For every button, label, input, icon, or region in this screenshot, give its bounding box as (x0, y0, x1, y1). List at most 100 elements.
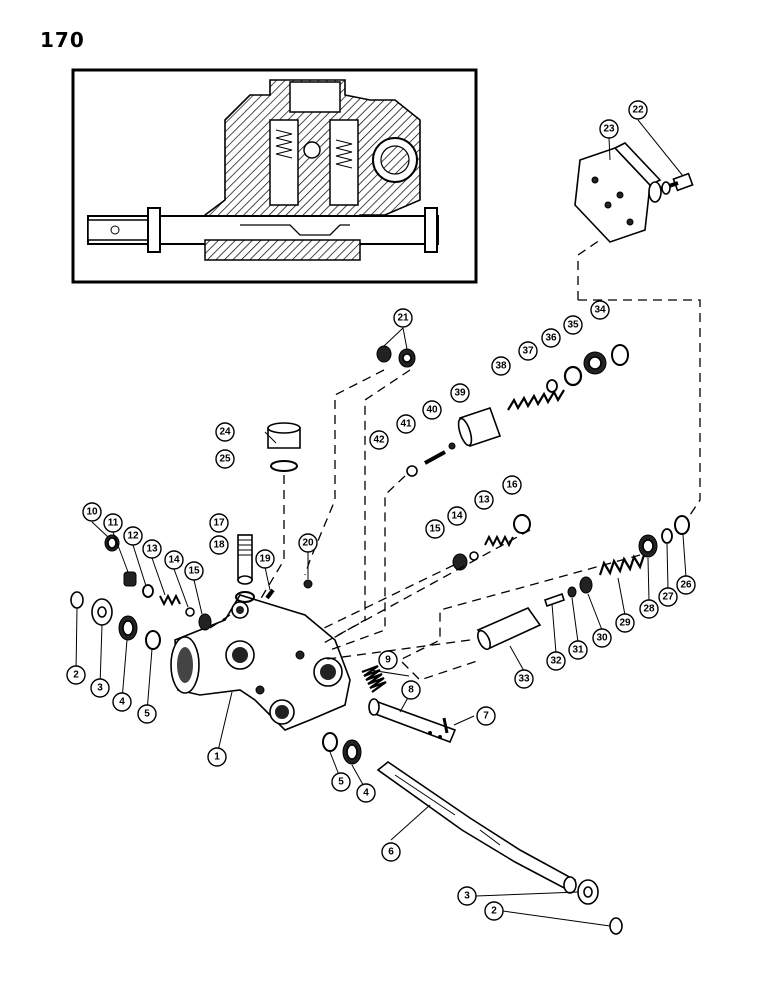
svg-text:30: 30 (596, 633, 608, 644)
svg-text:23: 23 (603, 124, 615, 135)
callout-14b: 14 (447, 506, 467, 526)
svg-text:41: 41 (400, 419, 412, 430)
svg-text:15: 15 (429, 524, 441, 535)
callout-8: 8 (401, 680, 421, 700)
leader-lines (75, 119, 687, 927)
svg-text:27: 27 (662, 592, 674, 603)
callout-33: 33 (514, 669, 534, 689)
svg-text:31: 31 (572, 645, 584, 656)
callout-34: 34 (590, 300, 610, 320)
callout-32: 32 (546, 651, 566, 671)
callout-26: 26 (676, 575, 696, 595)
svg-text:6: 6 (388, 847, 394, 858)
svg-text:26: 26 (680, 580, 692, 591)
callout-39: 39 (450, 383, 470, 403)
svg-text:32: 32 (550, 656, 562, 667)
callout-5b: 5 (331, 772, 351, 792)
spool (368, 698, 457, 744)
valve-body (170, 594, 351, 731)
svg-text:25: 25 (219, 454, 231, 465)
callout-3b: 3 (457, 886, 477, 906)
svg-text:29: 29 (619, 618, 631, 629)
callout-31: 31 (568, 640, 588, 660)
svg-text:13: 13 (478, 495, 490, 506)
callout-7: 7 (476, 706, 496, 726)
svg-text:24: 24 (219, 427, 231, 438)
svg-text:8: 8 (408, 685, 414, 696)
callout-35: 35 (563, 315, 583, 335)
callout-2b: 2 (484, 901, 504, 921)
callout-37: 37 (518, 341, 538, 361)
svg-text:34: 34 (594, 305, 606, 316)
svg-text:21: 21 (397, 313, 409, 324)
callout-29: 29 (615, 613, 635, 633)
callout-12: 12 (123, 526, 143, 546)
callout-28: 28 (639, 599, 659, 619)
svg-text:9: 9 (385, 655, 391, 666)
svg-text:1: 1 (214, 752, 220, 763)
callout-10: 10 (82, 502, 102, 522)
callout-40: 40 (422, 400, 442, 420)
svg-text:16: 16 (506, 480, 518, 491)
callout-25: 25 (215, 449, 235, 469)
callout-20: 20 (298, 533, 318, 553)
svg-text:14: 14 (168, 555, 180, 566)
callout-16: 16 (502, 475, 522, 495)
callout-30: 30 (592, 628, 612, 648)
callout-13b: 13 (474, 490, 494, 510)
callouts: 1 2 2 3 3 4 4 5 5 6 7 8 9 10 11 12 13 13… (66, 100, 696, 921)
callout-1: 1 (207, 747, 227, 767)
svg-text:35: 35 (567, 320, 579, 331)
callout-21: 21 (393, 308, 413, 328)
svg-text:39: 39 (454, 388, 466, 399)
svg-text:11: 11 (108, 518, 119, 529)
svg-text:40: 40 (426, 405, 438, 416)
callout-4: 4 (112, 692, 132, 712)
svg-text:12: 12 (127, 531, 139, 542)
svg-text:38: 38 (495, 361, 507, 372)
callout-14: 14 (164, 550, 184, 570)
svg-text:28: 28 (643, 604, 655, 615)
svg-text:33: 33 (518, 674, 530, 685)
svg-text:7: 7 (483, 711, 489, 722)
callout-27: 27 (658, 587, 678, 607)
svg-text:4: 4 (119, 697, 125, 708)
svg-text:22: 22 (632, 105, 644, 116)
svg-text:18: 18 (213, 540, 225, 551)
assembly-lines (209, 239, 701, 681)
callout-13: 13 (142, 539, 162, 559)
callout-17: 17 (209, 513, 229, 533)
control-shaft (376, 761, 577, 894)
callout-3: 3 (90, 678, 110, 698)
svg-text:2: 2 (73, 670, 79, 681)
callout-22: 22 (628, 100, 648, 120)
bolt (659, 172, 694, 195)
cross-section-inset (71, 68, 478, 284)
callout-19: 19 (255, 549, 275, 569)
callout-23: 23 (599, 119, 619, 139)
callout-2: 2 (66, 665, 86, 685)
svg-text:19: 19 (259, 554, 271, 565)
page-number: 170 (40, 28, 85, 52)
svg-text:36: 36 (545, 333, 557, 344)
spool-spring (361, 664, 387, 693)
callout-15b: 15 (425, 519, 445, 539)
svg-text:5: 5 (144, 709, 150, 720)
callout-11: 11 (103, 513, 123, 533)
svg-text:4: 4 (363, 788, 369, 799)
svg-text:15: 15 (188, 566, 200, 577)
cover-plate (574, 142, 662, 243)
callout-18: 18 (209, 535, 229, 555)
svg-text:13: 13 (146, 544, 158, 555)
callout-5: 5 (137, 704, 157, 724)
svg-text:17: 17 (213, 518, 225, 529)
svg-text:37: 37 (522, 346, 534, 357)
callout-36: 36 (541, 328, 561, 348)
callout-41: 41 (396, 414, 416, 434)
svg-text:20: 20 (302, 538, 314, 549)
svg-text:5: 5 (338, 777, 344, 788)
callout-4b: 4 (356, 783, 376, 803)
svg-text:42: 42 (373, 435, 385, 446)
svg-text:10: 10 (86, 507, 98, 518)
